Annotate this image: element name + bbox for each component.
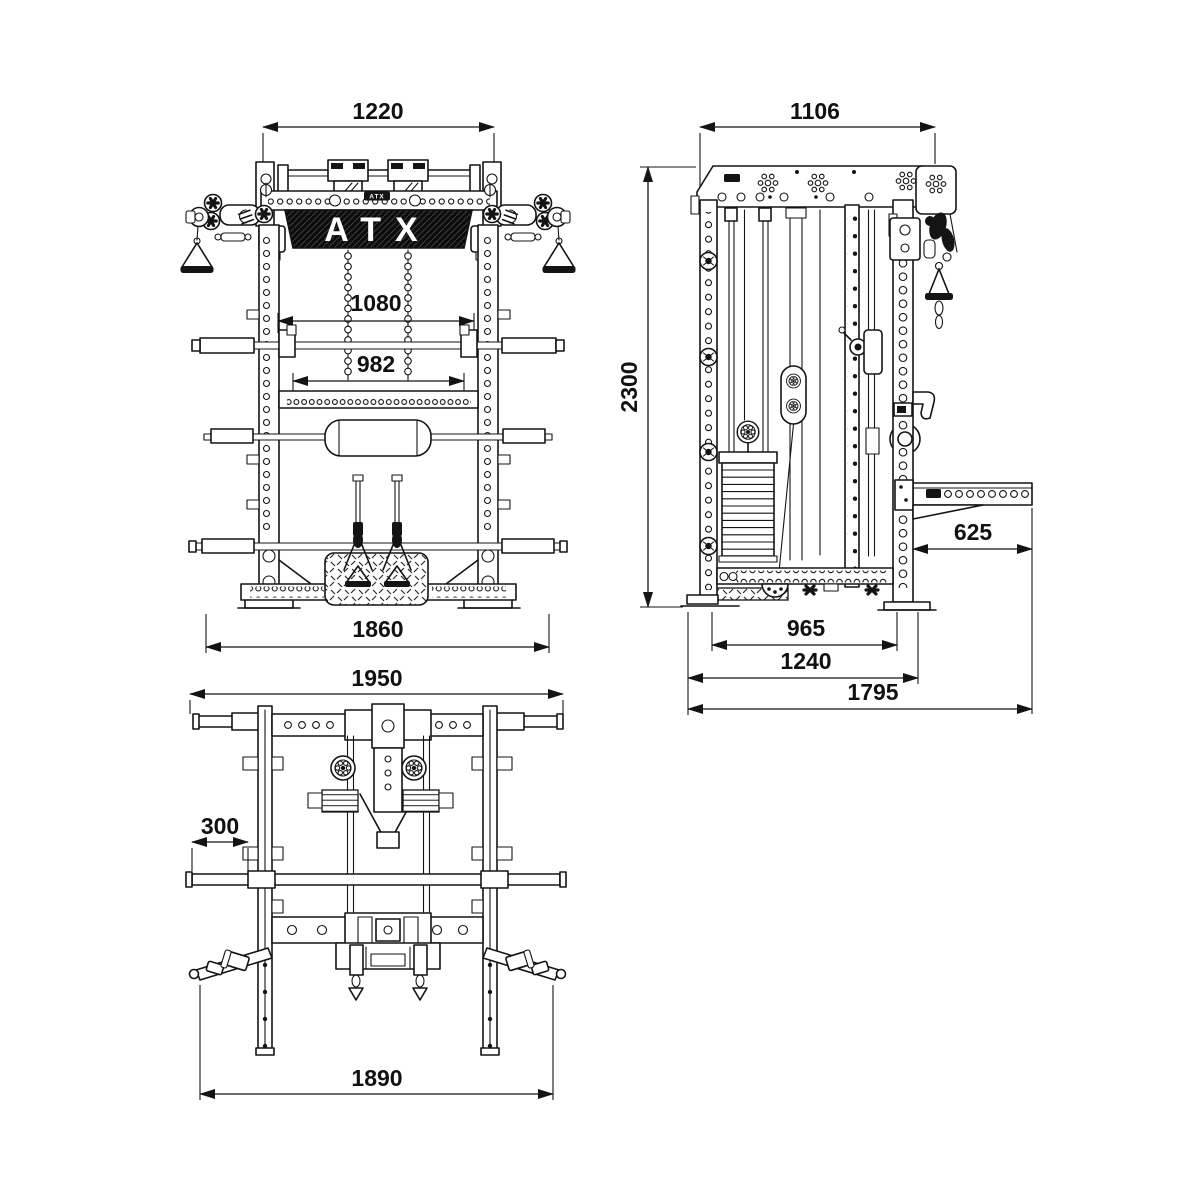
dim-label-625: 625 (954, 519, 993, 545)
weight-stack-assembly (715, 207, 789, 601)
dim-side-arm: 625 (912, 508, 1033, 714)
plan-rear-crossmember (271, 912, 484, 948)
mini-logo-plate (364, 191, 390, 201)
dim-side-base-inner: 965 (711, 612, 898, 651)
plate-storage-bar (188, 538, 568, 554)
top-view: 1950 (185, 665, 567, 1100)
plan-front-crossmember (271, 703, 484, 749)
dim-label-1890: 1890 (351, 1065, 402, 1091)
roller-pad-bar (203, 419, 553, 457)
dim-side-top-depth: 1106 (699, 98, 936, 196)
dim-front-clear-inner: 982 (292, 351, 465, 391)
plan-storage-bar (185, 870, 567, 889)
dim-top-overall: 1950 (189, 665, 564, 714)
front-view: 1220 ATX ATX (181, 98, 576, 653)
side-view: 1106 2300 (616, 98, 1033, 715)
side-upright-left (680, 199, 740, 607)
barbell-on-jhooks (191, 324, 565, 358)
dim-front-overall: 1860 (205, 614, 550, 653)
lat-pulley-assembly (889, 165, 958, 330)
dim-label-300: 300 (201, 813, 239, 839)
dim-label-2300: 2300 (616, 361, 642, 412)
dim-top-peg: 300 (191, 813, 249, 871)
dim-label-965: 965 (787, 615, 826, 641)
side-jhook (893, 391, 936, 420)
atx-logo-band: ATX (284, 209, 473, 249)
dim-label-1795: 1795 (847, 679, 898, 705)
front-crossmember: ATX (260, 190, 498, 211)
dim-label-1950: 1950 (351, 665, 402, 691)
diamond-plate-platform (324, 552, 429, 606)
dim-label-1240: 1240 (780, 648, 831, 674)
spotter-arm (894, 479, 1033, 520)
logo-text: ATX (324, 211, 431, 249)
dim-label-1106: 1106 (790, 98, 840, 124)
plan-smith-carriage (307, 735, 454, 913)
pullup-cable-carriage (838, 209, 883, 557)
dim-front-upper-inner: 1080 (277, 290, 475, 333)
dim-side-height: 2300 (616, 166, 696, 608)
rear-crossmember (278, 390, 479, 409)
front-upright-left (237, 224, 301, 609)
dim-side-base: 1240 (687, 612, 919, 715)
dim-label-982: 982 (357, 351, 395, 377)
chain-right (404, 249, 412, 381)
plan-floor-pulleys (335, 942, 441, 1001)
dim-front-top-width: 1220 (262, 98, 495, 162)
dim-side-total: 1795 (687, 679, 1033, 714)
front-base (240, 474, 517, 606)
mid-upright (844, 204, 860, 588)
mini-logo-text: ATX (369, 194, 385, 201)
smith-track-and-pulley-block (777, 207, 821, 583)
side-base-beam (716, 567, 894, 598)
dim-top-stabilizer: 1890 (199, 985, 554, 1100)
dim-label-1860: 1860 (352, 616, 403, 642)
dim-label-1220: 1220 (352, 98, 403, 124)
dim-label-1080: 1080 (350, 290, 401, 316)
